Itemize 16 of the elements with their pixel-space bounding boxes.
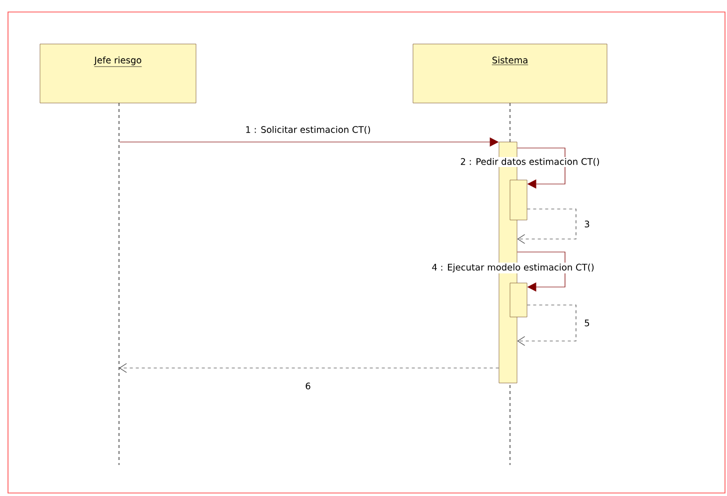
object-box: Jefe riesgo	[40, 44, 196, 104]
object-box: Sistema	[412, 44, 608, 104]
message-arrow	[517, 304, 576, 346]
message-label: 1 : Solicitar estimacion CT()	[246, 126, 370, 134]
lifeline	[118, 102, 120, 466]
message-arrow	[119, 363, 500, 373]
activation-bar	[510, 282, 528, 318]
message-label: 6	[306, 382, 310, 390]
message-arrow	[516, 148, 566, 189]
activation-bar	[510, 180, 528, 220]
message-label: 3	[584, 220, 590, 228]
message-label: 5	[584, 320, 590, 326]
message-arrow	[517, 208, 576, 244]
message-arrow	[516, 252, 566, 292]
message-label: 4 : Ejecutar modelo estimacion CT()	[432, 264, 594, 272]
message-label: 2 : Pedir datos estimacion CT()	[460, 158, 599, 166]
